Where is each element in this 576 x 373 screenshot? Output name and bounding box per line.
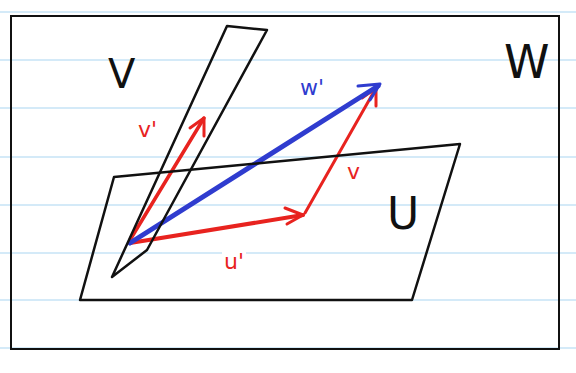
vector-label: v' bbox=[136, 118, 159, 142]
subspace-plane: U bbox=[77, 142, 472, 317]
vector-label: v bbox=[345, 160, 362, 184]
vector-space-box: W V U bbox=[10, 15, 560, 350]
vector-v bbox=[305, 88, 376, 213]
vector-label: u' bbox=[222, 250, 246, 274]
subspace-plane: V bbox=[102, 22, 272, 280]
arrowhead bbox=[190, 118, 204, 136]
space-name: U bbox=[387, 192, 419, 236]
space-name: W bbox=[504, 39, 549, 85]
vector-label: w' bbox=[298, 76, 326, 100]
arrowhead bbox=[358, 84, 380, 100]
space-name: V bbox=[108, 54, 135, 94]
arrowhead bbox=[285, 208, 303, 224]
